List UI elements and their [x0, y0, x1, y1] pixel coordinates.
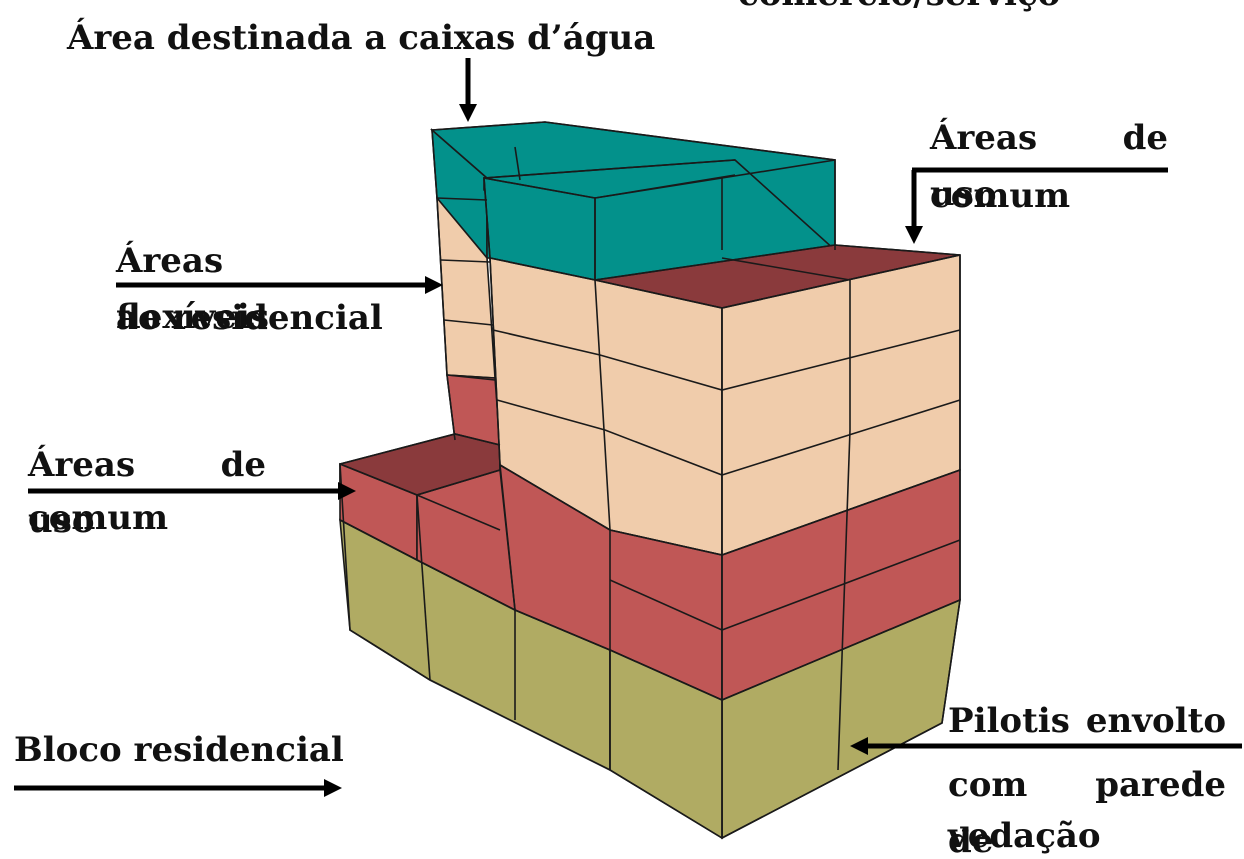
annotation-arrows	[14, 58, 1242, 797]
label-flexible-line1: Áreas flexíveis	[116, 241, 269, 337]
arrowhead-flexible	[425, 276, 443, 294]
label-flexible-line2: ao residencial	[116, 298, 383, 338]
arrowhead-water-tanks	[459, 104, 477, 122]
arrowhead-residential-block	[324, 779, 342, 797]
label-common-left-line1: Áreas de uso	[28, 445, 266, 541]
label-pilotis-line3: vedação	[948, 816, 1101, 856]
label-pilotis-line1: Pilotis envolto	[948, 701, 1226, 741]
module-grid-lines	[339, 121, 961, 839]
label-common-right-line1: Áreas de uso	[930, 118, 1168, 214]
label-residential-block: Bloco residencial	[14, 730, 344, 770]
label-water-tanks: Área destinada a caixas d’água	[67, 18, 656, 58]
arrowhead-common-right	[905, 226, 923, 244]
label-pilotis-line2: com parede de	[948, 765, 1226, 859]
label-common-left-line2: comum	[28, 498, 169, 538]
arrowhead-common-left	[338, 482, 356, 500]
label-commerce-cut: comércio/serviço	[738, 0, 1060, 22]
arrowhead-pilotis	[850, 737, 868, 755]
label-common-right-line2: comum	[930, 176, 1071, 216]
